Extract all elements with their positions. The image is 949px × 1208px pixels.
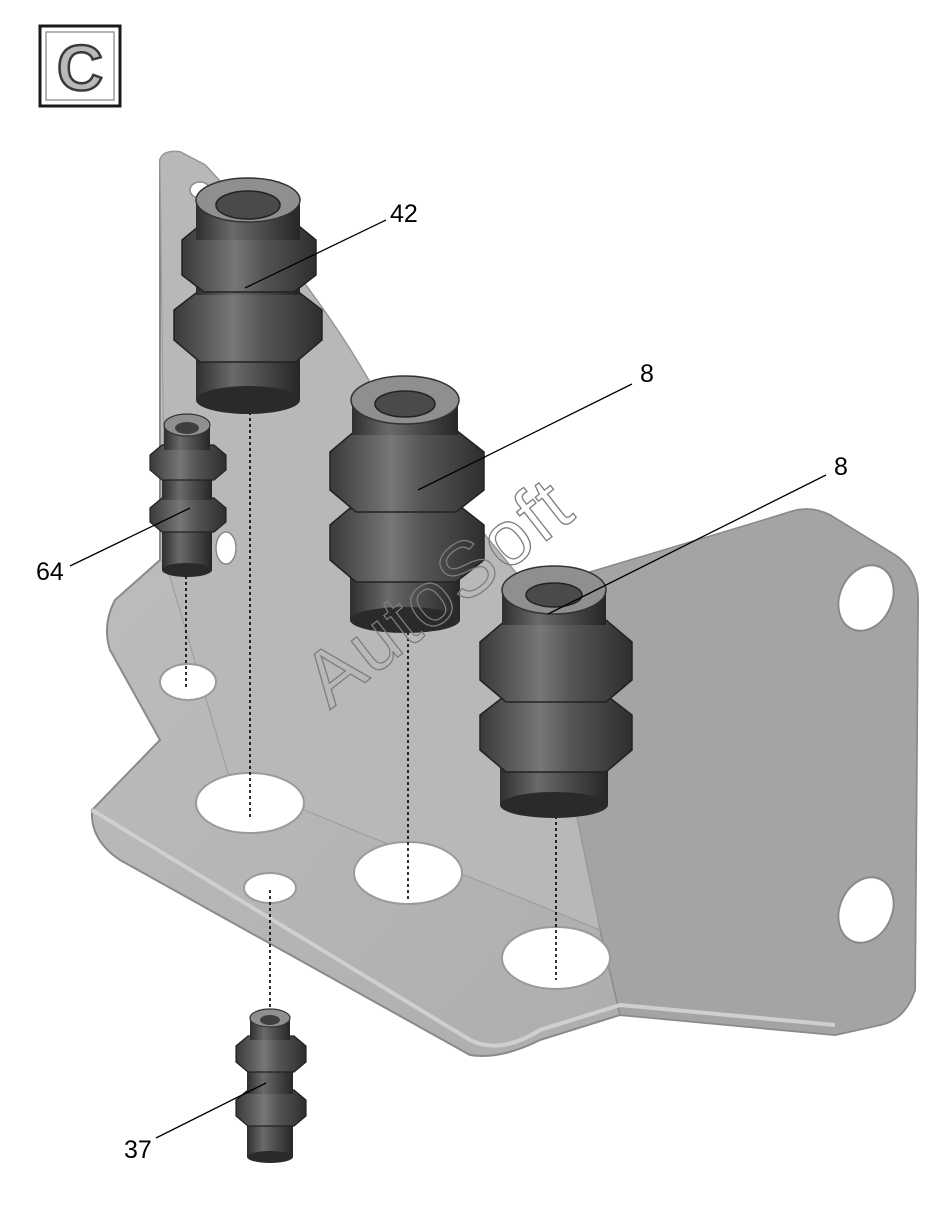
section-badge-frame (38, 24, 122, 108)
slot-hole-lower (837, 876, 895, 944)
fitting-64-bore (175, 422, 199, 434)
fitting-8b-lower-hex (479, 694, 633, 773)
fitting-37-upper-hex (235, 1035, 307, 1073)
callout-8b: 8 (834, 453, 848, 481)
fitting-42-lower-hex (173, 289, 323, 363)
fitting-8b (479, 565, 633, 818)
leader-42 (244, 219, 387, 289)
fitting-42-bore (215, 190, 281, 220)
section-badge: C (38, 24, 122, 108)
callout-42: 42 (390, 200, 418, 228)
leader-64 (69, 507, 191, 567)
fitting-37 (235, 1008, 307, 1163)
flange-hole-side (215, 531, 237, 565)
callout-labels: 42 8 8 64 37 (36, 200, 848, 1164)
bracket-bottom-edge (90, 808, 836, 1048)
leader-lines (69, 219, 827, 1139)
callout-37: 37 (124, 1136, 152, 1164)
section-badge-letter: C (57, 32, 103, 104)
assembly-lines (185, 400, 557, 1012)
leader-8a (417, 383, 633, 491)
callout-8a: 8 (640, 360, 654, 388)
fitting-8b-bore (525, 582, 583, 608)
fitting-8a (329, 375, 485, 633)
leader-37 (155, 1082, 267, 1139)
fitting-64-lower-hex (149, 497, 227, 533)
fitting-8a-upper-hex (329, 429, 485, 513)
fitting-8b-upper-hex (479, 619, 633, 703)
fitting-37-bore (260, 1015, 280, 1025)
fitting-8a-bore (374, 390, 436, 418)
slot-hole-upper (837, 564, 895, 632)
section-badge-inner (45, 31, 115, 101)
fitting-37-lower-hex (235, 1089, 307, 1127)
leader-8b (547, 474, 827, 615)
fitting-42 (173, 177, 323, 414)
callout-64: 64 (36, 558, 64, 586)
fitting-64-upper-hex (149, 444, 227, 481)
fitting-64 (149, 413, 227, 577)
mount-hole-64 (159, 663, 217, 701)
